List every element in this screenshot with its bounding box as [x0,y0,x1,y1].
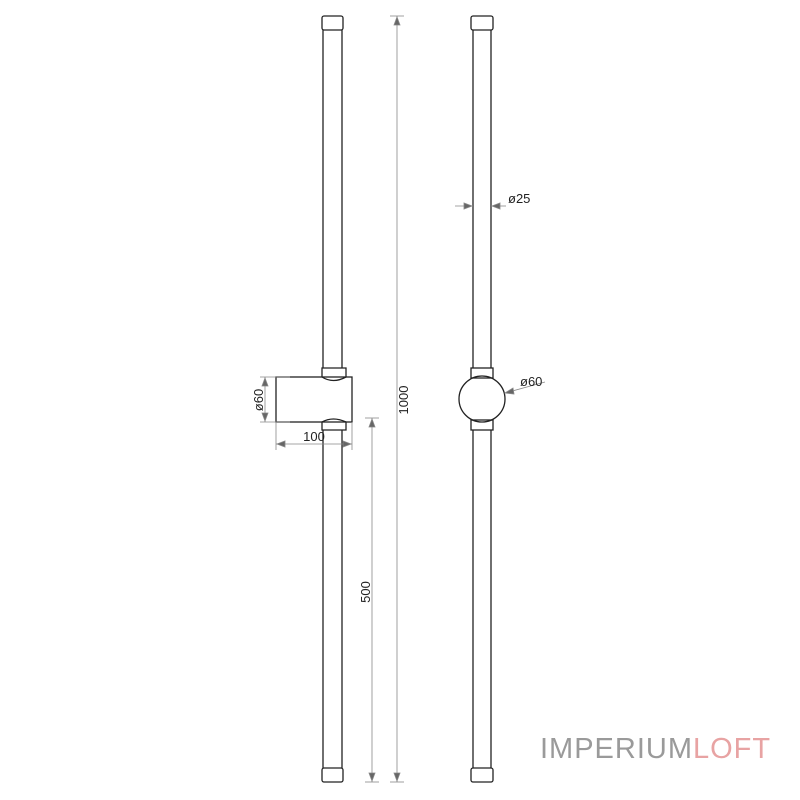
label-front-diameter: ø60 [520,374,542,389]
label-side-diameter: ø60 [251,389,266,411]
front-view-lamp [458,15,506,783]
wall-mount-front [458,375,506,423]
side-bottom-cap [321,767,344,783]
label-total-length: 1000 [396,386,411,415]
front-bottom-cap [470,767,494,783]
label-mount-depth: 100 [303,429,325,444]
front-top-cap [470,15,494,31]
label-mount-height: 500 [358,581,373,603]
logo-part2: LOFT [693,733,772,765]
wall-mount-side [275,376,353,423]
side-top-cap [321,15,344,31]
brand-logo: IMPERIUMLOFT [540,733,771,766]
label-tube-diameter: ø25 [508,191,530,206]
side-view-lamp [275,15,353,783]
logo-part1: IMPERIUM [540,733,693,765]
